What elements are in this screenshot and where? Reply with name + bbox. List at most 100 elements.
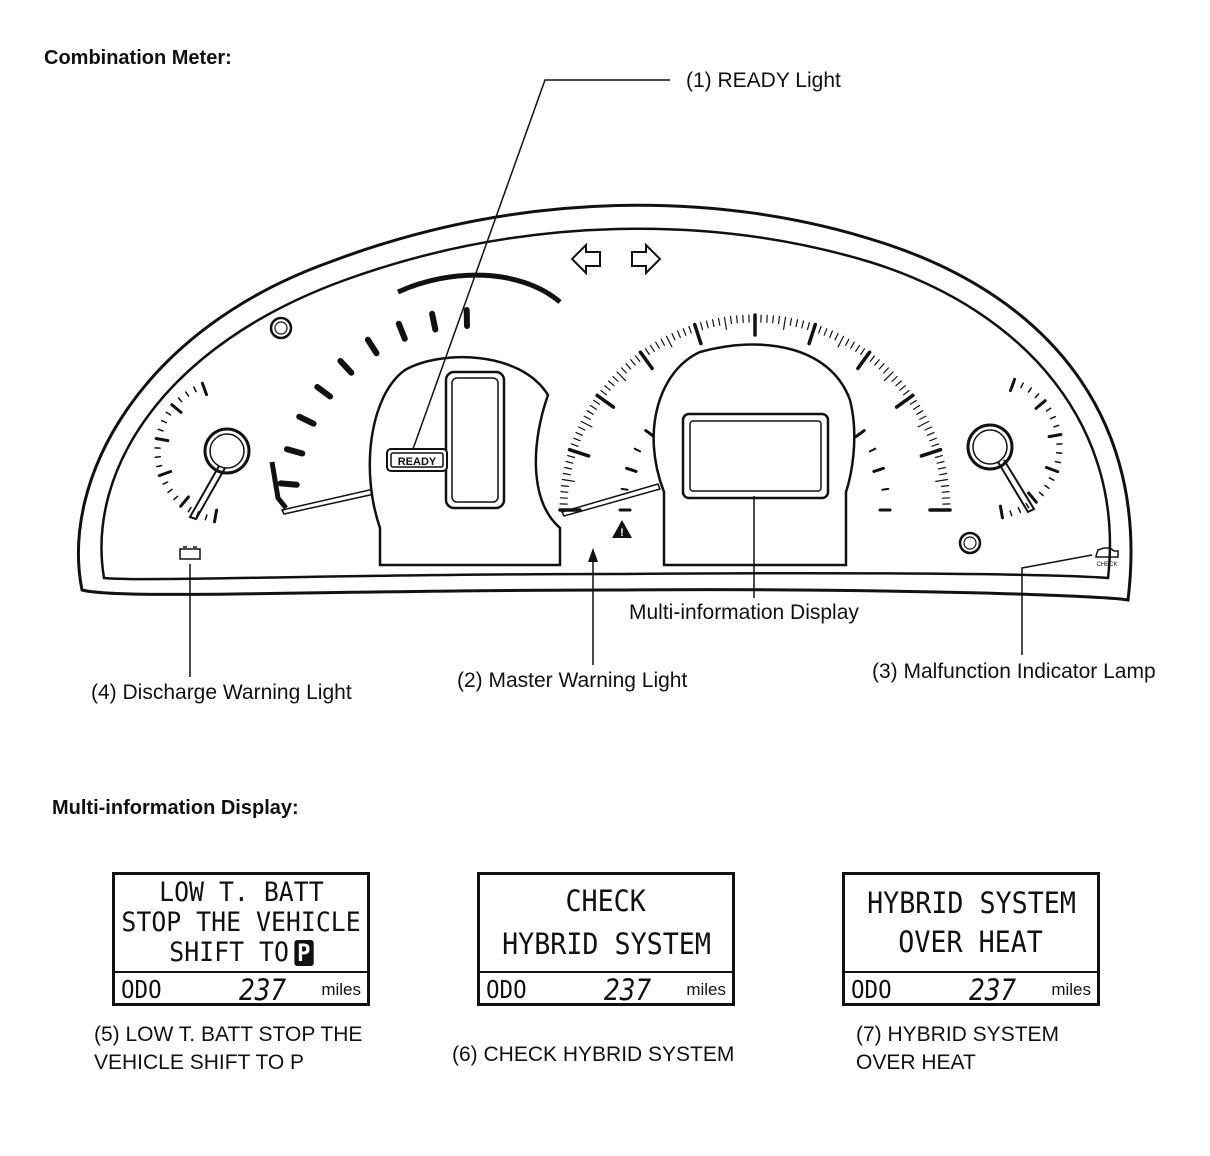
speedometer-tick xyxy=(940,485,950,487)
speedometer-tick xyxy=(894,393,915,409)
speedometer-tick xyxy=(789,317,793,326)
left-gauge-tick xyxy=(179,495,190,508)
message-line: LOW T. BATT xyxy=(158,877,324,908)
speedometer-inner-tick xyxy=(868,447,877,453)
right-gauge-tick xyxy=(1027,491,1038,504)
speedometer-tick xyxy=(660,338,666,346)
speedometer-tick xyxy=(573,437,581,442)
speedometer-tick xyxy=(929,437,937,442)
right-gauge-tick xyxy=(1009,510,1013,517)
speedometer-tick xyxy=(869,355,876,363)
right-gauge xyxy=(966,377,1063,520)
right-gauge-tick xyxy=(1044,466,1060,474)
speedometer-tick xyxy=(917,420,930,428)
left-gauge-needle xyxy=(188,465,226,521)
left-indicator-ring xyxy=(269,316,293,340)
right-gauge-tick xyxy=(1038,491,1044,497)
speedometer-tick xyxy=(850,341,855,349)
right-gauge-tick xyxy=(1054,460,1062,464)
message-line: CHECK xyxy=(565,884,647,918)
speedometer-tick xyxy=(562,472,571,476)
display-message: HYBRID SYSTEM OVER HEAT xyxy=(845,875,1097,973)
malfunction-lamp-callout: (3) Malfunction Indicator Lamp xyxy=(872,660,1156,683)
speedometer-inner-tick xyxy=(633,447,642,453)
speedometer-tick xyxy=(711,319,715,328)
speedometer-tick xyxy=(649,344,655,352)
meter-housing-inner xyxy=(100,227,1112,581)
speedometer-tick xyxy=(891,375,898,382)
odo-label: ODO xyxy=(486,975,527,1004)
odo-unit: miles xyxy=(686,980,726,999)
speedometer-tick xyxy=(625,363,632,370)
speedometer-tick xyxy=(692,322,703,346)
speedometer-tick xyxy=(807,322,818,346)
message-line: OVER HEAT xyxy=(898,925,1044,959)
speedometer-tick xyxy=(580,420,593,428)
right-indicator-ring xyxy=(958,531,982,555)
speedometer-tick xyxy=(937,466,946,470)
left-gauge-tick xyxy=(160,419,168,424)
left-gauge-tick xyxy=(157,470,173,478)
power-meter-bracket xyxy=(269,461,288,510)
left-gauge-tick xyxy=(155,464,163,468)
display-over-heat: HYBRID SYSTEM OVER HEAT ODO 237 miles xyxy=(842,872,1100,1007)
check-engine-icon: CHECK xyxy=(1095,547,1119,568)
caption-line: OVER HEAT xyxy=(856,1051,976,1074)
odo-value: 237 xyxy=(969,973,1017,1007)
speedometer-tick xyxy=(895,380,902,387)
speedometer-tick xyxy=(634,355,641,363)
power-meter-tick xyxy=(429,310,439,333)
speedometer-tick xyxy=(874,359,880,366)
speedometer-tick xyxy=(589,404,597,410)
ready-leader xyxy=(412,79,670,450)
caption-line: (5) LOW T. BATT STOP THE xyxy=(94,1023,363,1046)
odo-value: 237 xyxy=(239,973,287,1007)
speedometer-tick xyxy=(705,320,709,329)
display-check-hybrid: CHECK HYBRID SYSTEM ODO 237 miles xyxy=(477,872,735,1007)
speedometer-tick xyxy=(729,315,733,325)
speedometer-tick xyxy=(560,491,569,493)
speedometer-tick xyxy=(567,455,576,459)
right-gauge-tick xyxy=(998,504,1004,520)
right-gauge-tick xyxy=(1027,387,1033,393)
speedometer-tick xyxy=(837,335,845,348)
odometer-row: ODO 237 miles xyxy=(115,973,367,1007)
speedometer-tick xyxy=(676,330,681,339)
ready-light xyxy=(386,448,448,472)
right-turn-arrow-icon xyxy=(631,242,662,276)
speedometer-tick xyxy=(924,426,933,431)
speedometer-tick xyxy=(795,319,799,328)
speedometer-tick xyxy=(909,399,917,405)
left-gauge-tick xyxy=(162,481,169,485)
left-gauge-tick xyxy=(184,391,190,397)
speedometer-tick xyxy=(777,315,781,325)
master-warning-arrowhead xyxy=(588,548,598,562)
caption-over-heat: (7) HYBRID SYSTEM OVER HEAT xyxy=(856,1021,1059,1077)
power-meter-tick xyxy=(277,480,300,488)
message-line: HYBRID SYSTEM xyxy=(866,886,1076,920)
speedometer-tick xyxy=(806,322,811,331)
discharge-warning-callout: (4) Discharge Warning Light xyxy=(91,681,352,704)
speedometer-inner-tick xyxy=(625,466,638,473)
left-turn-arrow-icon xyxy=(570,242,601,276)
speedometer-tick xyxy=(620,367,627,374)
speedometer-tick xyxy=(604,385,611,391)
ready-light-label: READY xyxy=(398,456,437,468)
speedometer-tick xyxy=(931,443,940,447)
right-gauge-tick xyxy=(1055,452,1063,455)
message-line: STOP THE VEHICLE xyxy=(121,907,361,938)
right-gauge-needle xyxy=(997,459,1036,514)
odo-value: 237 xyxy=(604,973,652,1007)
caption-low-t-batt: (5) LOW T. BATT STOP THE VEHICLE SHIFT T… xyxy=(94,1021,362,1077)
speedometer-tick xyxy=(934,455,943,459)
speedometer-tick xyxy=(916,410,924,415)
speed-needle xyxy=(560,483,662,517)
speedometer-tick xyxy=(723,316,728,330)
speedometer-tick xyxy=(699,322,704,331)
right-gauge-tick xyxy=(1025,502,1030,509)
odo-label: ODO xyxy=(851,975,892,1004)
message-line: HYBRID SYSTEM xyxy=(501,927,711,961)
speedometer-tick xyxy=(919,415,927,420)
